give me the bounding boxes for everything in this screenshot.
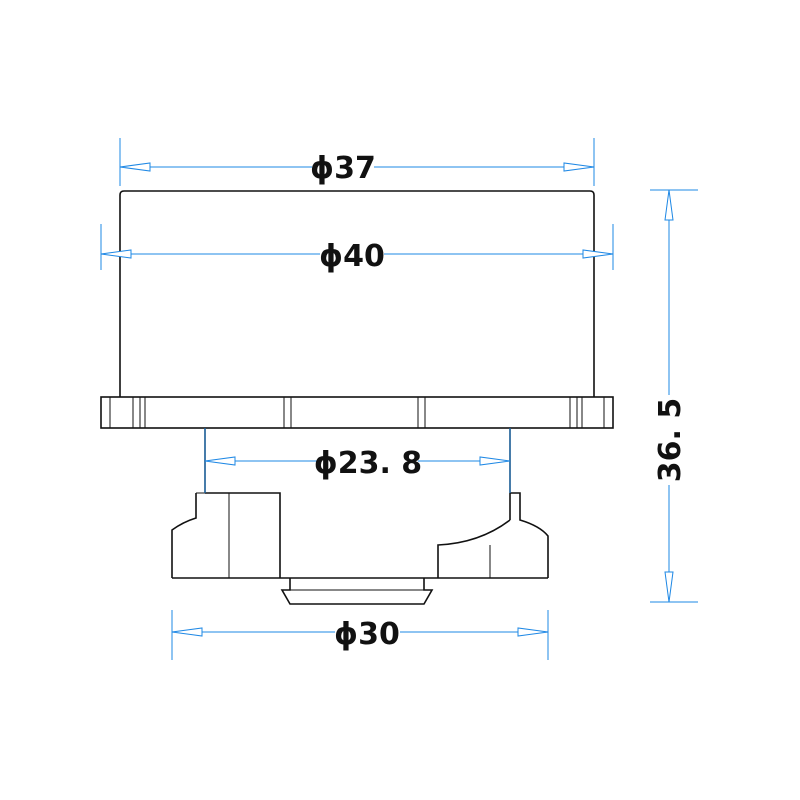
flange xyxy=(100,396,614,429)
bottom-boss xyxy=(280,578,434,605)
dim-label-overall-height: 36. 5 xyxy=(653,398,688,482)
dim-label-body-diameter: ϕ40 xyxy=(319,239,385,274)
top-cylinder xyxy=(119,190,595,397)
dim-top-diameter: ϕ37 xyxy=(119,138,595,186)
dim-label-top-diameter: ϕ37 xyxy=(310,151,376,186)
dim-inner-diameter: ϕ23. 8 xyxy=(204,428,511,493)
part-outline xyxy=(100,190,614,605)
dim-overall-height: 36. 5 xyxy=(650,189,698,603)
dim-label-inner-diameter: ϕ23. 8 xyxy=(314,446,422,481)
lower-left-block xyxy=(171,492,281,578)
dim-base-diameter: ϕ30 xyxy=(171,610,549,660)
dim-label-base-diameter: ϕ30 xyxy=(334,617,400,652)
lower-right-cam xyxy=(437,492,549,578)
dim-body-diameter: ϕ40 xyxy=(100,224,614,274)
